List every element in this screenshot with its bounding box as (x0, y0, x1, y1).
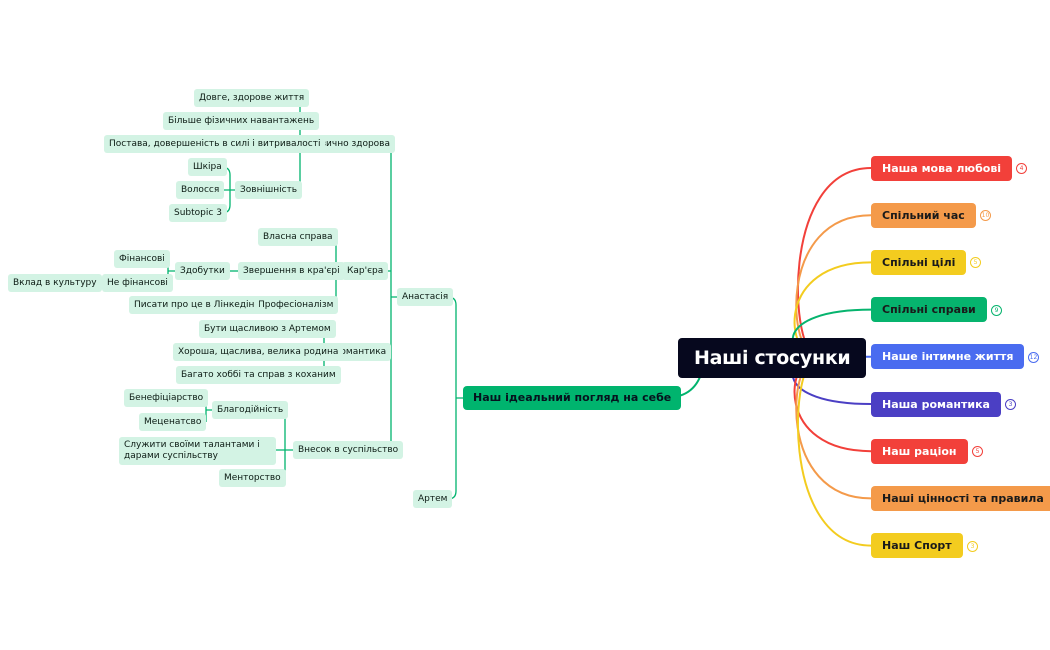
branch-count-badge[interactable]: 10 (980, 210, 991, 222)
topic-own-business[interactable]: Власна справа (258, 228, 338, 246)
branch-topic-3[interactable]: Спільні цілі (871, 249, 967, 275)
topic-culture[interactable]: Вклад в культуру (8, 274, 102, 292)
connector-appearance (221, 166, 236, 214)
branch-topic-2[interactable]: Спільний час (871, 202, 976, 228)
topic-subtopic-3[interactable]: Subtopic 3 (169, 204, 227, 222)
branch-topic-1[interactable]: Наша мова любові (871, 155, 1013, 181)
connector-main-people (444, 296, 463, 500)
topic-career[interactable]: Кар'єра (342, 262, 389, 280)
topic-skin[interactable]: Шкіра (188, 158, 227, 176)
topic-appearance[interactable]: Зовнішність (235, 181, 303, 199)
topic-non-financial[interactable]: Не фінансові (102, 274, 173, 292)
branch-topic-4[interactable]: Спільні справи (871, 297, 987, 323)
connector-society (275, 409, 294, 479)
topic-artem[interactable]: Артем (413, 490, 453, 508)
branch-topic-5[interactable]: Наше інтимне життя (871, 344, 1025, 370)
topic-beneficiary[interactable]: Бенефіціарство (124, 389, 209, 407)
topic-financial[interactable]: Фінансові (114, 250, 170, 268)
connector-anastasia-children (382, 143, 398, 451)
topic-society[interactable]: Внесок в суспільство (293, 441, 404, 459)
topic-career-achievements[interactable]: Звершення в кра'єрі (238, 262, 345, 280)
topic-long-life[interactable]: Довге, здорове життя (194, 89, 310, 107)
branch-topic-7[interactable]: Наш раціон (871, 438, 968, 464)
topic-physical-health[interactable]: Фізично здорова (306, 135, 396, 153)
branch-count-badge[interactable]: 3 (967, 540, 978, 552)
topic-professionalism[interactable]: Професіоналізм (253, 296, 339, 314)
topic-wins[interactable]: Здобутки (175, 262, 230, 280)
topic-mentoring[interactable]: Менторство (219, 469, 286, 487)
branch-topic-8[interactable]: Наші цінності та правила (871, 485, 1050, 511)
branch-count-badge[interactable]: 5 (970, 257, 981, 269)
topic-big-family[interactable]: Хороша, щаслива, велика родина (173, 343, 344, 361)
topic-happy-with-artem[interactable]: Бути щасливою з Артемом (199, 320, 336, 338)
branch-count-badge[interactable]: 5 (972, 446, 983, 458)
branch-count-badge[interactable]: 4 (1016, 163, 1027, 174)
topic-hair[interactable]: Волосся (176, 181, 225, 199)
main-topic[interactable]: Наш ідеальний погляд на себе (463, 386, 682, 410)
branch-count-badge[interactable]: 9 (991, 304, 1002, 316)
branch-topic-9[interactable]: Наш Спорт (871, 533, 963, 559)
topic-hobbies[interactable]: Багато хоббі та справ з коханим (176, 366, 341, 384)
topic-charity[interactable]: Благодійність (212, 401, 289, 419)
branch-topic-6[interactable]: Наша романтика (871, 391, 1001, 417)
branch-count-badge[interactable]: 3 (1005, 399, 1016, 410)
topic-more-exercise[interactable]: Більше фізичних навантажень (163, 112, 320, 130)
topic-linkedin[interactable]: Писати про це в Лінкедін (129, 296, 260, 314)
topic-anastasia[interactable]: Анастасія (397, 288, 454, 306)
topic-romance[interactable]: Романтика (330, 343, 392, 361)
topic-posture[interactable]: Постава, довершеність в силі і витривало… (104, 135, 326, 153)
branch-count-badge[interactable]: 12 (1028, 351, 1039, 363)
topic-talents[interactable]: Служити своїми талантами і дарами суспіл… (119, 437, 276, 465)
topic-patronage[interactable]: Меценатсво (139, 413, 207, 431)
root-topic[interactable]: Наші стосунки (678, 338, 867, 378)
